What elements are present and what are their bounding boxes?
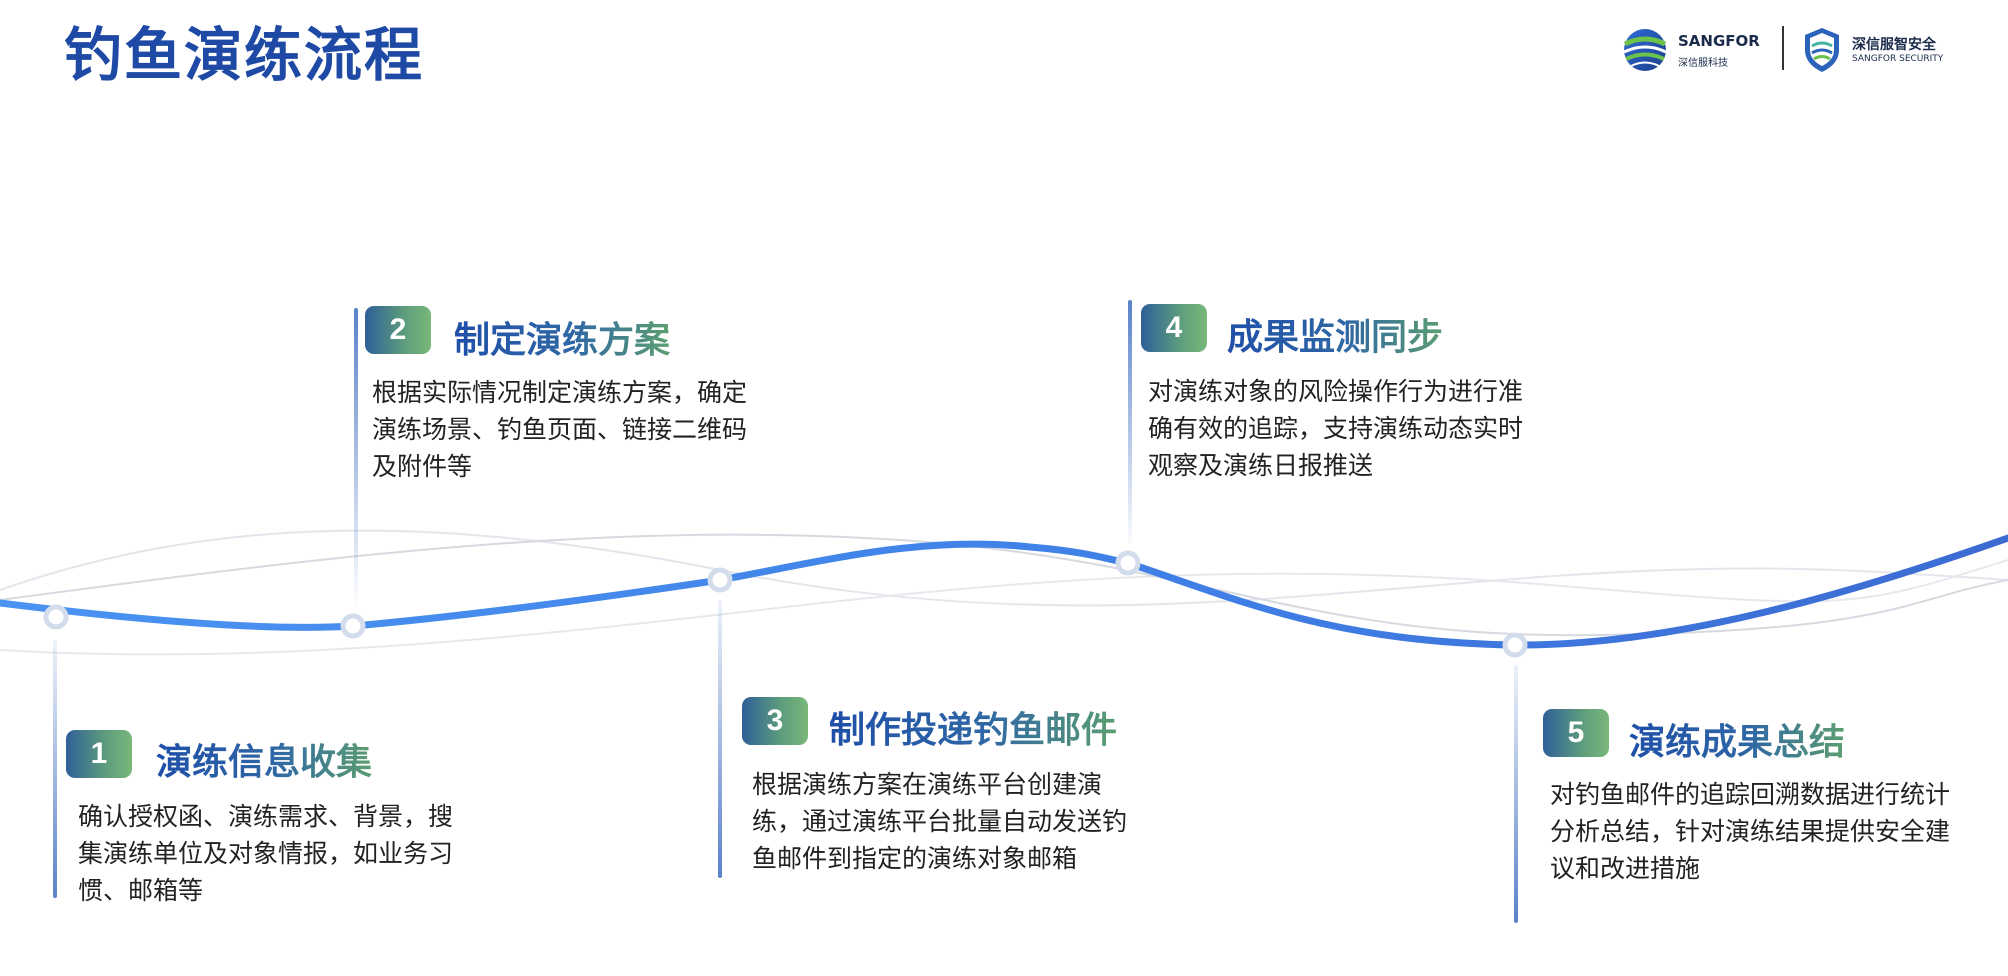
sangfor-security-logo: 深信服智安全 SANGFOR SECURITY <box>1802 26 1948 74</box>
step-4-badge: 4 <box>1141 304 1207 352</box>
background-curve-1 <box>0 529 2008 607</box>
security-logo-sub: SANGFOR SECURITY <box>1852 54 1944 64</box>
step-2-connector <box>354 308 358 608</box>
step-1-desc: 确认授权函、演练需求、背景，搜集演练单位及对象情报，如业务习惯、邮箱等 <box>78 802 454 905</box>
sangfor-logo: SANGFOR 深信服科技 <box>1622 26 1770 74</box>
security-shield-icon <box>1805 28 1839 72</box>
step-3-connector <box>718 600 722 878</box>
step-1-badge: 1 <box>66 730 132 778</box>
timeline-node-4 <box>1115 550 1141 576</box>
step-5-connector <box>1514 665 1518 923</box>
timeline-node-3 <box>707 567 733 593</box>
step-3-badge: 3 <box>742 697 808 745</box>
step-4-desc: 对演练对象的风险操作行为进行准确有效的追踪，支持演练动态实时观察及演练日报推送 <box>1148 377 1524 480</box>
step-3-title: 制作投递钓鱼邮件 <box>829 701 1117 753</box>
step-1-title: 演练信息收集 <box>156 733 372 785</box>
sangfor-logo-sub: 深信服科技 <box>1678 58 1728 69</box>
main-timeline-curve <box>0 534 2008 649</box>
step-2-badge: 2 <box>365 306 431 354</box>
step-1-connector <box>53 640 57 898</box>
step-4-connector <box>1128 300 1132 550</box>
step-5-title: 演练成果总结 <box>1629 713 1845 765</box>
background-curve-2 <box>0 559 2008 656</box>
step-4-title: 成果监测同步 <box>1227 308 1443 360</box>
timeline-node-1 <box>43 604 69 630</box>
security-logo-name: 深信服智安全 <box>1852 37 1936 53</box>
step-3-desc: 根据演练方案在演练平台创建演练，通过演练平台批量自动发送钓鱼邮件到指定的演练对象… <box>752 770 1128 873</box>
step-5-badge: 5 <box>1543 709 1609 757</box>
page-title: 钓鱼演练流程 <box>64 21 425 89</box>
timeline-nodes <box>43 550 1528 658</box>
timeline-node-5 <box>1502 632 1528 658</box>
timeline-node-2 <box>340 613 366 639</box>
step-2-desc: 根据实际情况制定演练方案，确定演练场景、钓鱼页面、链接二维码及附件等 <box>372 378 748 481</box>
sangfor-logo-name: SANGFOR <box>1678 32 1760 50</box>
step-2-title: 制定演练方案 <box>454 311 670 363</box>
step-5-desc: 对钓鱼邮件的追踪回溯数据进行统计分析总结，针对演练结果提供安全建议和改进措施 <box>1550 780 1951 883</box>
logo-area: SANGFOR 深信服科技 深信服智安全 SANGFOR SECURITY <box>1622 24 1943 78</box>
logo-divider <box>1782 26 1784 70</box>
sangfor-globe-icon <box>1623 29 1667 71</box>
